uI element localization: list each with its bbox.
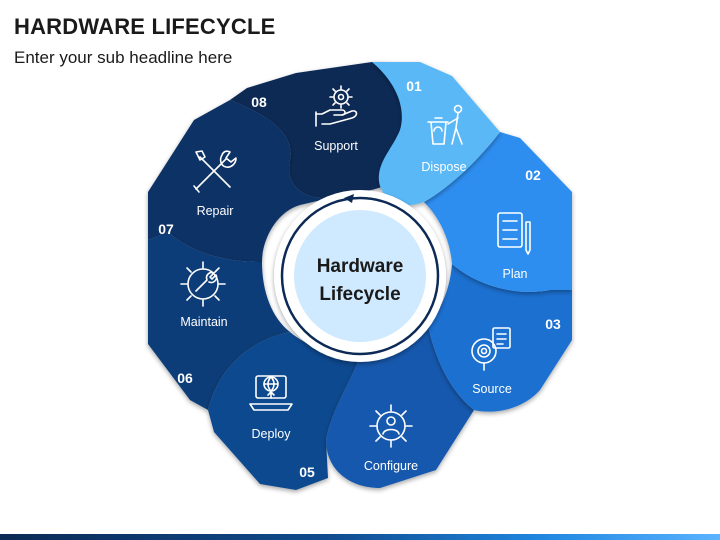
segment-05[interactable]	[208, 332, 360, 490]
stage-label-repair: Repair	[197, 204, 234, 218]
hub-core	[294, 210, 426, 342]
center-hub: Hardware Lifecycle	[274, 190, 446, 362]
source-icon	[471, 327, 511, 371]
checklist-icon	[497, 212, 531, 255]
stage-labels: Dispose Plan Source Configure Deploy Mai…	[180, 139, 527, 473]
dispose-icon	[427, 104, 463, 145]
stage-label-support: Support	[314, 139, 358, 153]
segment-06[interactable]	[148, 232, 290, 410]
bottom-accent-bar	[0, 534, 720, 540]
tools-icon	[193, 150, 237, 193]
stage-number-01: 01	[406, 78, 422, 94]
center-title-line-1: Hardware	[317, 256, 404, 277]
stage-number-06: 06	[177, 370, 193, 386]
stage-number-07: 07	[158, 221, 174, 237]
segment-07[interactable]	[148, 100, 330, 262]
stage-number-03: 03	[545, 316, 561, 332]
segment-01[interactable]	[372, 62, 500, 206]
support-icon	[315, 85, 358, 127]
stage-label-configure: Configure	[364, 459, 418, 473]
ring-arrow-icon	[344, 194, 354, 203]
stage-number-02: 02	[525, 167, 541, 183]
stage-label-plan: Plan	[502, 267, 527, 281]
stage-label-maintain: Maintain	[180, 315, 227, 329]
stage-number-08: 08	[251, 94, 267, 110]
segment-03[interactable]	[428, 264, 572, 412]
segment-08[interactable]	[230, 62, 431, 199]
stage-label-dispose: Dispose	[421, 160, 466, 174]
gear-user-icon	[369, 404, 413, 448]
stage-number-05: 05	[299, 464, 315, 480]
segment-02[interactable]	[424, 132, 572, 292]
segment-04[interactable]	[326, 326, 474, 488]
page-subtitle: Enter your sub headline here	[14, 48, 233, 67]
page-title: HARDWARE LIFECYCLE	[14, 14, 276, 39]
stage-numbers: 01 02 03 04 05 06 07 08	[158, 78, 561, 480]
segments	[148, 62, 572, 490]
center-title-line-2: Lifecycle	[319, 284, 400, 305]
stage-number-04: 04	[455, 443, 471, 459]
hub-ring	[280, 196, 440, 356]
stage-label-deploy: Deploy	[252, 427, 292, 441]
stage-label-source: Source	[472, 382, 512, 396]
maintain-icon	[180, 261, 226, 307]
deploy-icon	[249, 375, 293, 411]
